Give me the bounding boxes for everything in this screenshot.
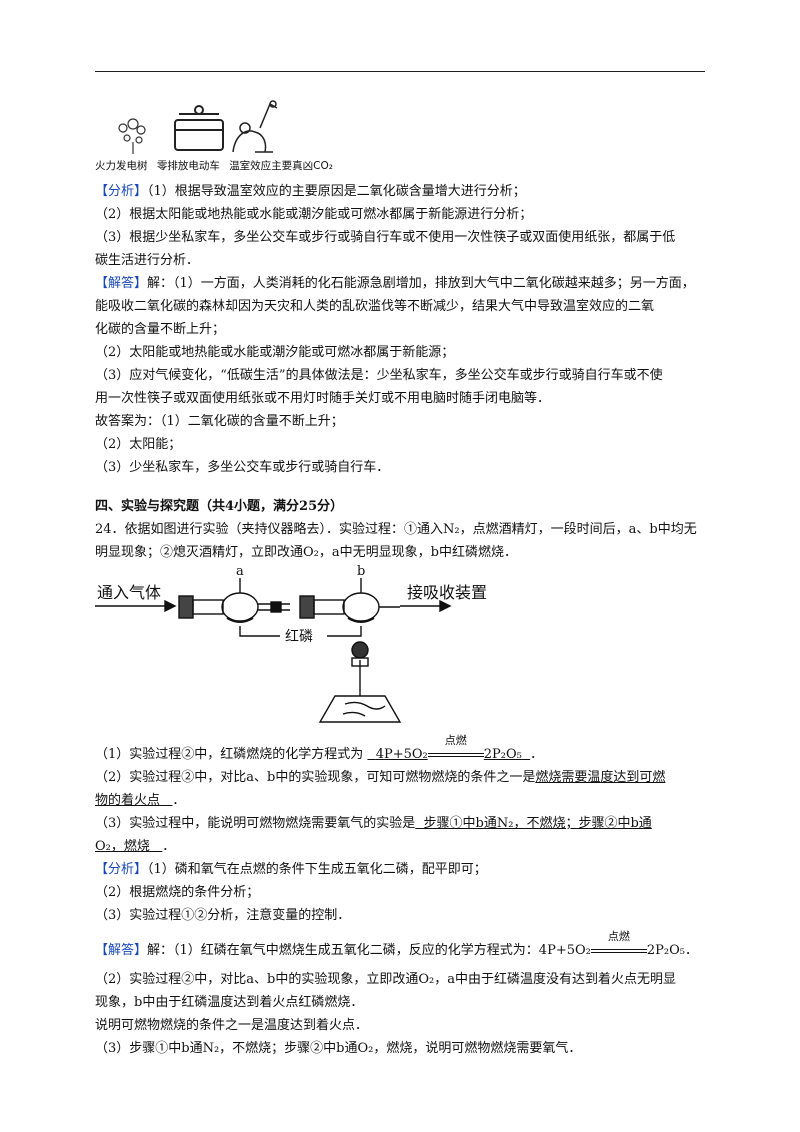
co2-culprit-illustration	[232, 100, 278, 153]
answer-tag: 【解答】	[95, 276, 148, 291]
figure-top-illustrations: 火力发电树 零排放电动车 温室效应主要真凶CO₂	[95, 98, 365, 176]
bulb-a	[221, 592, 259, 622]
caption-electric-car: 零排放电动车	[156, 160, 220, 172]
analysis-1-line-2: （2）根据太阳能或地热能或水能或潮汐能或可燃冰都属于新能源进行分析；	[95, 207, 533, 222]
label-b: b	[357, 564, 365, 579]
analysis-2-line-3: （3）实验过程①②分析，注意变量的控制．	[95, 908, 351, 923]
figure-captions: 火力发电树 零排放电动车 温室效应主要真凶CO₂	[95, 158, 339, 173]
answer-2-line-3: 现象，b中由于红磷温度达到着火点红磷燃烧．	[95, 995, 364, 1010]
q24-line-2: 明显现象；②熄灭酒精灯，立即改通O₂，a中无明显现象，b中红磷燃烧．	[95, 545, 517, 560]
header-rule	[95, 71, 705, 72]
phosphorus-label: 红磷	[285, 629, 313, 645]
answer-1-line-8: （2）太阳能；	[95, 437, 182, 452]
answer-2-line-4: 说明可燃物燃烧的条件之一是温度达到着火点．	[95, 1018, 369, 1033]
answer-1-line-5: （3）应对气候变化，“低碳生活”的具体做法是：少坐私家车，多坐公交车或步行或骑自…	[95, 368, 663, 383]
caption-co2: 温室效应主要真凶CO₂	[229, 160, 333, 172]
analysis-1-line-3: （3）根据少坐私家车，多坐公交车或步行或骑自行车或不使用一次性筷子或双面使用纸张…	[95, 230, 676, 245]
answer-1-line-9: （3）少坐私家车，多坐公交车或步行或骑自行车．	[95, 460, 390, 475]
alcohol-lamp-base	[318, 695, 402, 723]
illustration-strip	[118, 100, 278, 154]
label-a: a	[236, 564, 244, 579]
answer-1-line-6: 用一次性筷子或双面使用纸张或不用灯时随手关灯或不用电脑时随手闭电脑等．	[95, 391, 551, 406]
analysis-1-line-1: 【分析】（1）根据导致温室效应的主要原因是二氧化碳含量增大进行分析；	[95, 184, 526, 199]
outlet-label: 接吸收装置	[407, 583, 487, 602]
bulb-b	[342, 592, 380, 622]
analysis-2-line-1: 【分析】（1）磷和氧气在点燃的条件下生成五氧化二磷，配平即可；	[95, 862, 487, 877]
answer-2-line-1: 【解答】解：（1）红磷在氧气中燃烧生成五氧化二磷，反应的化学方程式为：4P+5O…	[95, 930, 710, 962]
q24-part-2-line-2: 物的着火点 ．	[95, 793, 186, 808]
answer-2-line-2: （2）实验过程②中，对比a、b中的实验现象，立即改通O₂，a中由于红磷温度没有达…	[95, 972, 676, 987]
answer-1-line-7: 故答案为：（1）二氧化碳的含量不断上升；	[95, 414, 344, 429]
apparatus-diagram: 通入气体 接吸收装置 a b 红磷	[95, 564, 487, 723]
answer-1-line-2: 能吸收二氧化碳的森林却因为天灾和人类的乱砍滥伐等不断减少，结果大气中导致温室效应…	[95, 299, 655, 314]
answer-2-line-5: （3）步骤①中b通N₂，不燃烧；步骤②中b通O₂，燃烧，说明可燃物燃烧需要氧气．	[95, 1041, 582, 1056]
q24-part-3-line-1: （3）实验过程中，能说明可燃物燃烧需要氧气的实验是 步骤①中b通N₂，不燃烧；步…	[95, 816, 652, 831]
q24-part-3-line-2: O₂，燃烧 ．	[95, 839, 176, 854]
caption-power-plant: 火力发电树	[95, 160, 148, 172]
section-4-heading: 四、实验与探究题（共4小题，满分25分）	[95, 499, 344, 514]
q24-part-2-line-1: （2）实验过程②中，对比a、b中的实验现象，可知可燃物燃烧的条件之一是燃烧需要温…	[95, 770, 666, 785]
analysis-1-line-4: 碳生活进行分析．	[95, 253, 200, 268]
q24-line-1: 24．依据如图进行实验（夹持仪器略去）．实验过程：①通入N₂，点燃酒精灯，一段时…	[95, 522, 697, 537]
answer-1-line-4: （2）太阳能或地热能或水能或潮汐能或可燃冰都属于新能源；	[95, 345, 455, 360]
inlet-label: 通入气体	[97, 583, 161, 602]
answer-1-line-1: 【解答】解：（1）一方面，人类消耗的化石能源急剧增加，排放到大气中二氧化碳越来越…	[95, 276, 695, 291]
analysis-tag: 【分析】	[95, 184, 148, 199]
reaction-arrow-2: 点燃	[590, 930, 647, 962]
answer-1-line-3: 化碳的含量不断上升；	[95, 322, 226, 337]
power-plant-illustration	[118, 118, 146, 154]
reaction-arrow: 点燃	[427, 734, 484, 766]
document-body: 【分析】（1）根据导致温室效应的主要原因是二氧化碳含量增大进行分析； （2）根据…	[95, 180, 710, 1060]
electric-car-illustration	[174, 105, 224, 151]
analysis-2-line-2: （2）根据燃烧的条件分析；	[95, 885, 260, 900]
experiment-apparatus: 通入气体 接吸收装置 a b 红磷	[95, 564, 710, 729]
